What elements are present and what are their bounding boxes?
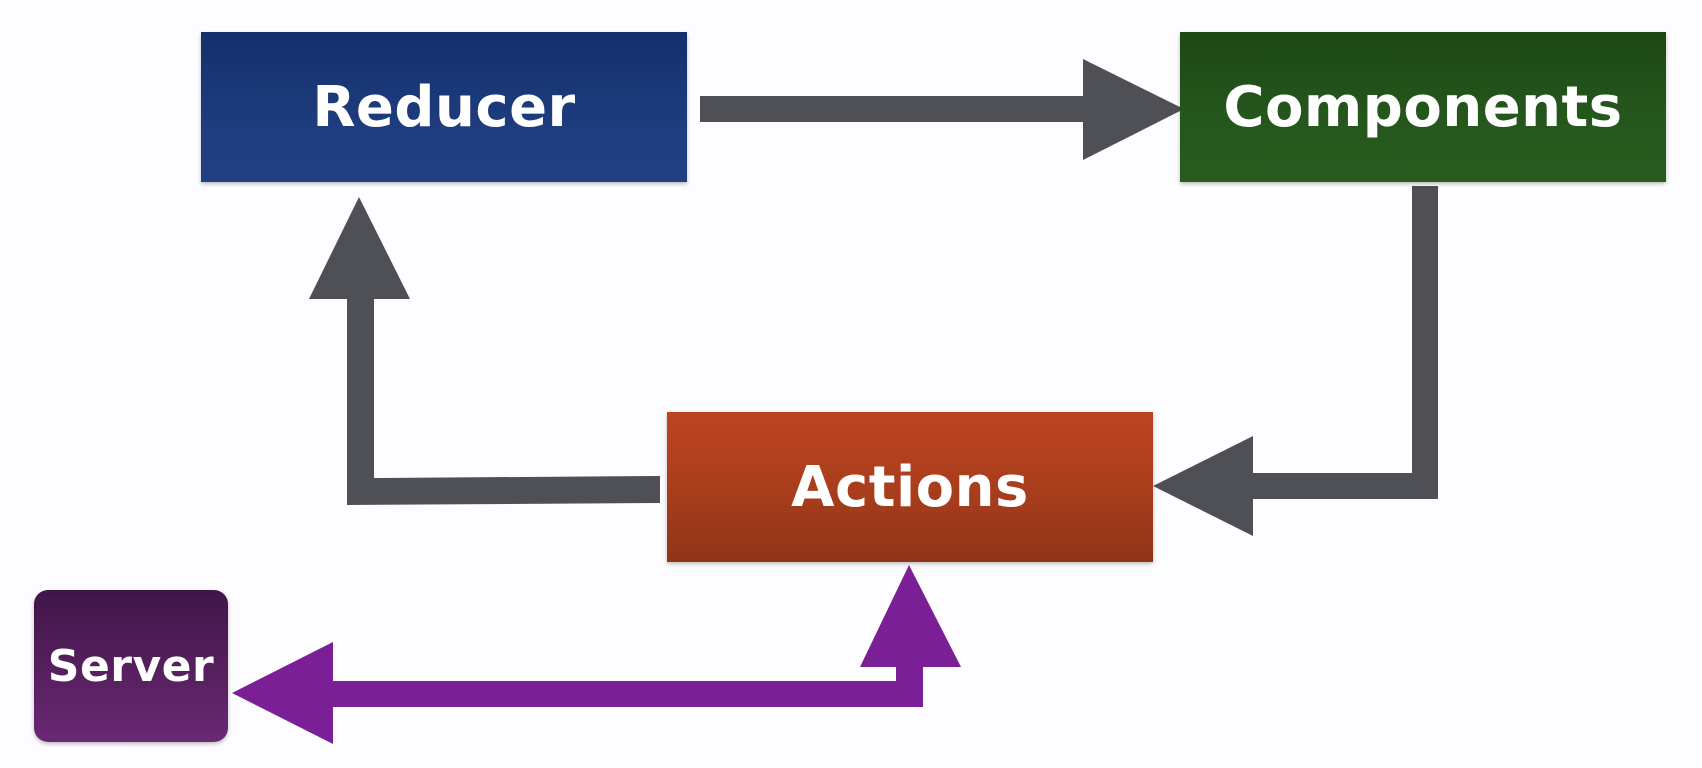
server-label: Server: [47, 640, 215, 692]
components-box: Components: [1180, 32, 1666, 182]
arrow-components-to-actions: [1153, 186, 1438, 536]
arrow-actions-to-reducer: [309, 197, 660, 505]
server-box: Server: [34, 590, 228, 742]
components-label: Components: [1223, 74, 1623, 140]
reducer-box: Reducer: [201, 32, 687, 182]
actions-label: Actions: [791, 454, 1029, 520]
reducer-label: Reducer: [312, 74, 576, 140]
actions-box: Actions: [667, 412, 1153, 562]
arrow-server-actions: [232, 565, 961, 744]
arrow-reducer-to-components: [700, 59, 1184, 160]
